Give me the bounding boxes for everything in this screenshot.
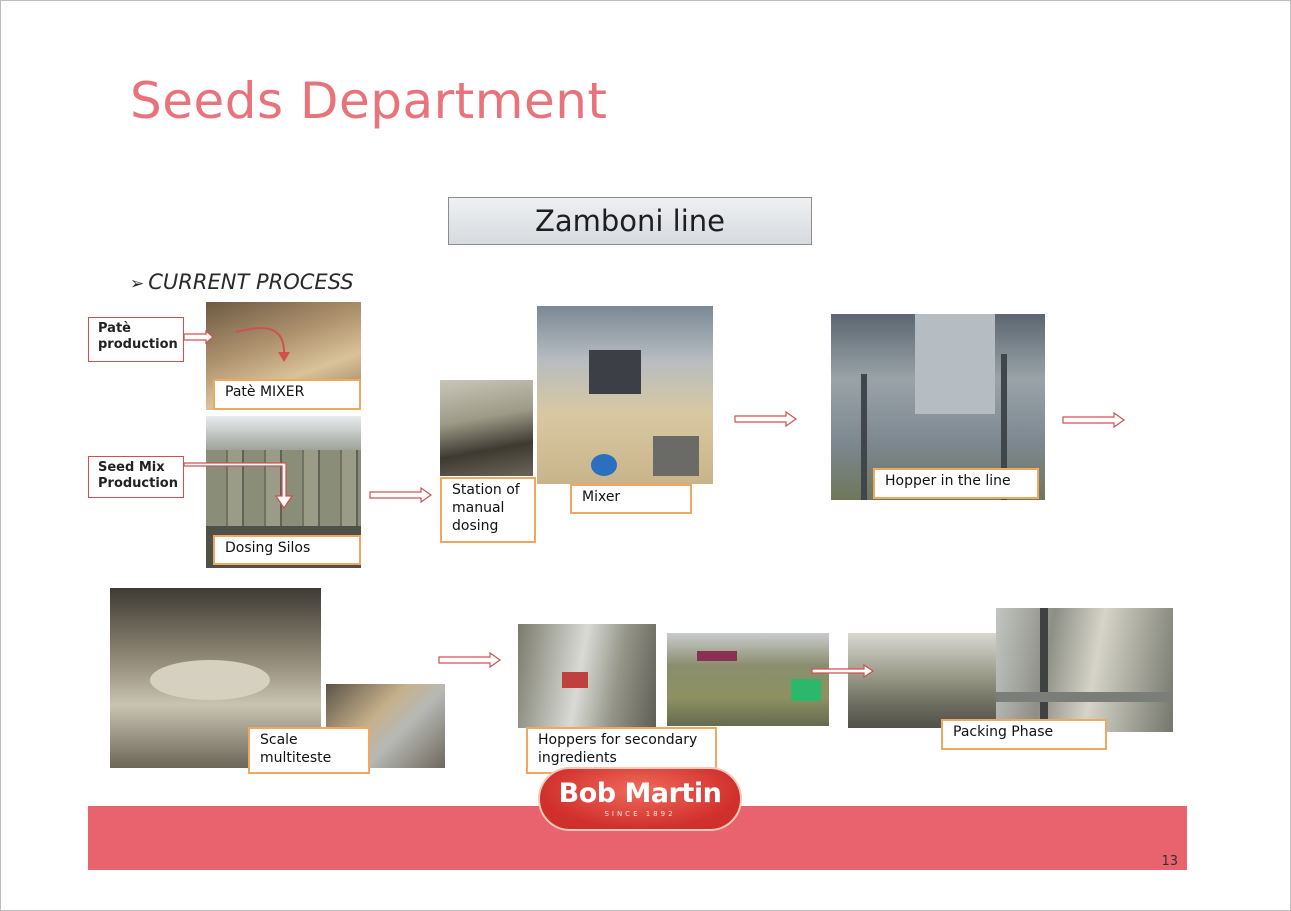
pate-production-label: Patè production xyxy=(88,317,184,362)
slide-title: Seeds Department xyxy=(130,72,608,130)
packing-photo-1 xyxy=(848,633,996,728)
station-label: Station of manual dosing xyxy=(440,477,536,543)
pate-connector-arrow-icon xyxy=(184,330,214,344)
page-number: 13 xyxy=(1161,854,1178,869)
bob-martin-logo: Bob Martin SINCE 1892 xyxy=(538,767,742,831)
flow-arrow-3-icon xyxy=(1062,412,1126,428)
logo-name: Bob Martin xyxy=(558,778,722,809)
seed-mix-production-label: Seed Mix Production xyxy=(88,456,184,498)
scale-label: Scale multiteste xyxy=(248,727,370,774)
hopper-label: Hopper in the line xyxy=(873,468,1039,499)
mixer-label: Mixer xyxy=(570,484,692,514)
manual-dosing-photo xyxy=(440,380,533,476)
flow-arrow-4-icon xyxy=(438,652,502,668)
section-heading: ➢CURRENT PROCESS xyxy=(130,270,354,294)
pate-mixer-label: Patè MIXER xyxy=(213,379,361,410)
line-banner: Zamboni line xyxy=(448,197,812,245)
mixer-photo xyxy=(537,306,713,484)
seedmix-connector-arrow-icon xyxy=(184,462,294,510)
arrow-bullet-icon: ➢ xyxy=(130,274,145,294)
hoppers-secondary-label: Hoppers for secondary ingredients xyxy=(526,727,717,774)
packing-photo-2 xyxy=(996,608,1173,732)
packing-label: Packing Phase xyxy=(941,719,1107,750)
section-heading-text: CURRENT PROCESS xyxy=(148,270,354,294)
flow-arrow-5-icon xyxy=(811,664,875,678)
flow-arrow-2-icon xyxy=(734,411,798,427)
flow-arrow-1-icon xyxy=(369,487,433,503)
dosing-silos-label: Dosing Silos xyxy=(213,535,361,565)
pate-pointer-arrow-icon xyxy=(235,327,290,362)
hoppers-photo-1 xyxy=(518,624,656,728)
hoppers-photo-2 xyxy=(667,633,829,726)
logo-tagline: SINCE 1892 xyxy=(604,810,676,818)
